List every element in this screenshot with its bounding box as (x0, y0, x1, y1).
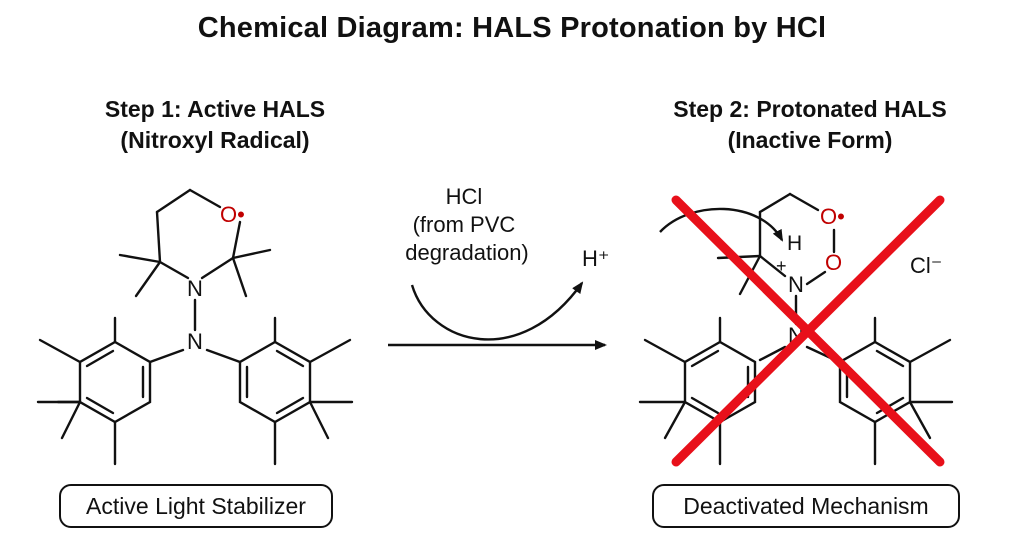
reagent-label: HCl (from PVC degradation) (405, 184, 529, 265)
deactivation-cross (671, 195, 945, 467)
chloride-ion: Cl⁻ (910, 253, 942, 278)
added-hydrogen-atom: H (787, 232, 802, 255)
active-hals-molecule (36, 188, 354, 466)
reagent-line1: HCl (446, 184, 483, 209)
proton-label: H⁺ (582, 246, 610, 271)
step1-heading: Step 1: Active HALS (Nitroxyl Radical) (30, 94, 400, 156)
diagram-title: Chemical Diagram: HALS Protonation by HC… (197, 12, 827, 44)
step1-line1: Step 1: Active HALS (104, 96, 326, 122)
reagent-line2: (from PVC (413, 212, 516, 237)
ring-nitrogen-atom: N (187, 276, 203, 301)
reagent-line3: degradation) (405, 240, 529, 265)
protonated-nitrogen-atom: N (788, 272, 804, 297)
ring-oxygen-radical-atom: O• (820, 204, 845, 229)
positive-charge: + (776, 256, 787, 276)
deactivated-mechanism-label: Deactivated Mechanism (652, 484, 960, 528)
ring-oxygen-atom: O (825, 250, 842, 275)
step2-line1: Step 2: Protonated HALS (673, 96, 947, 122)
amine-nitrogen-atom: N (187, 329, 203, 354)
step1-line2: (Nitroxyl Radical) (120, 127, 310, 153)
proton-transfer-arrow (659, 207, 784, 242)
step2-line2: (Inactive Form) (727, 127, 893, 153)
step2-heading: Step 2: Protonated HALS (Inactive Form) (600, 94, 1020, 156)
oxygen-radical-atom: O• (220, 202, 245, 227)
curved-proton-arrow (410, 281, 584, 341)
active-stabilizer-label: Active Light Stabilizer (59, 484, 333, 528)
